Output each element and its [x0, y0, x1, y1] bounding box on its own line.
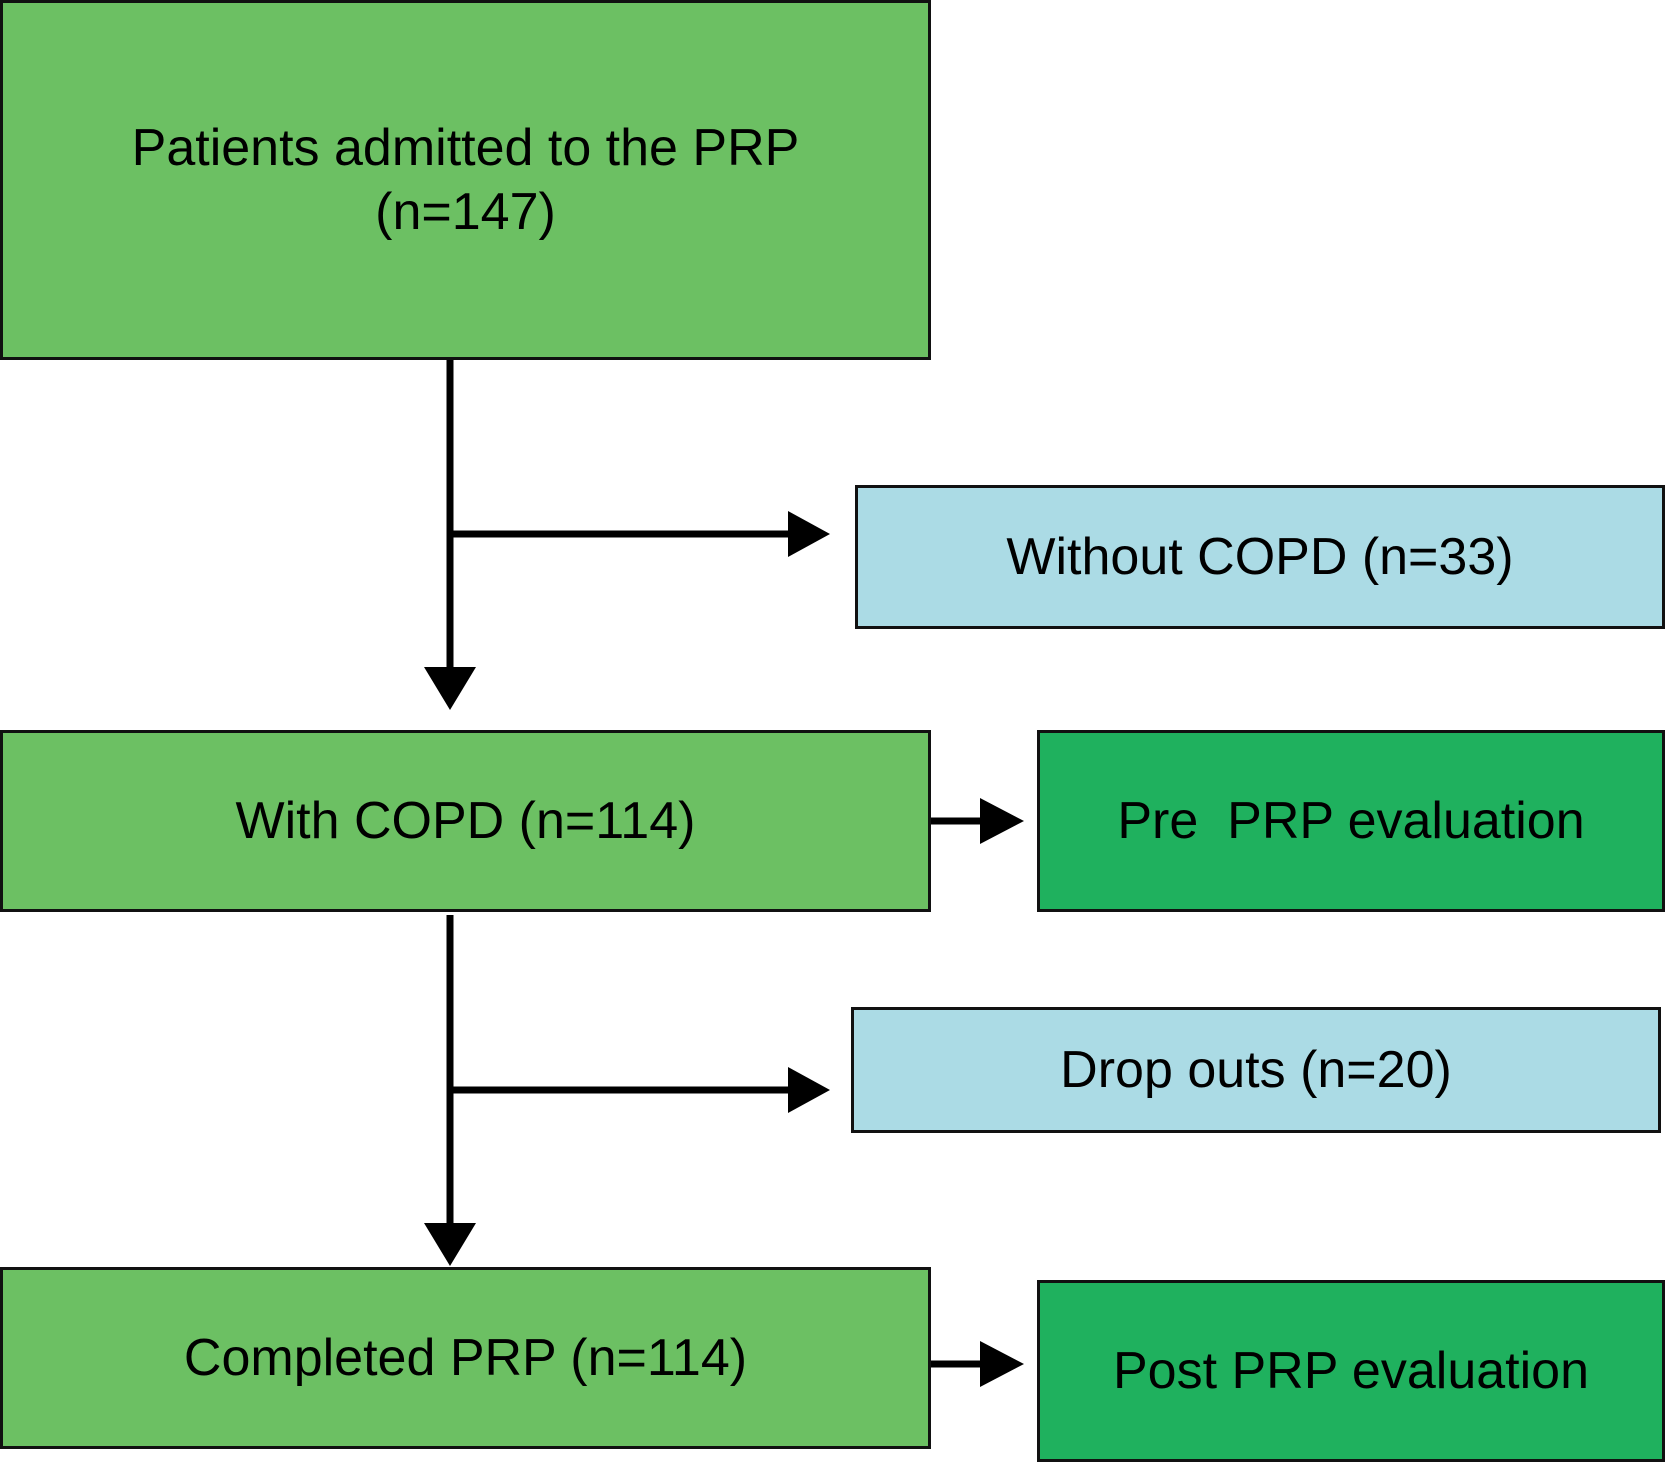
- node-pre-prp-evaluation-label: Pre PRP evaluation: [1117, 792, 1585, 850]
- node-without-copd: Without COPD (n=33): [855, 485, 1665, 629]
- node-drop-outs-label: Drop outs (n=20): [1060, 1041, 1452, 1099]
- node-post-prp-evaluation-label: Post PRP evaluation: [1113, 1342, 1589, 1400]
- arrowhead-down-completed: [424, 1223, 476, 1266]
- node-with-copd: With COPD (n=114): [0, 730, 931, 912]
- arrowhead-right-without-copd: [788, 511, 830, 557]
- node-completed-prp: Completed PRP (n=114): [0, 1267, 931, 1449]
- arrowhead-down-with-copd: [424, 667, 476, 710]
- node-drop-outs: Drop outs (n=20): [851, 1007, 1661, 1133]
- node-patients-admitted-line2: (n=147): [375, 183, 556, 241]
- arrowhead-right-drop-outs: [788, 1067, 830, 1113]
- node-completed-prp-label: Completed PRP (n=114): [183, 1329, 748, 1387]
- arrowhead-right-pre-evaluation: [980, 798, 1024, 844]
- node-with-copd-label: With COPD (n=114): [235, 792, 696, 850]
- node-patients-admitted-line1: Patients admitted to the PRP: [131, 119, 800, 177]
- node-patients-admitted: Patients admitted to the PRP (n=147): [0, 0, 931, 360]
- node-without-copd-label: Without COPD (n=33): [1006, 528, 1514, 586]
- node-pre-prp-evaluation: Pre PRP evaluation: [1037, 730, 1665, 912]
- node-post-prp-evaluation: Post PRP evaluation: [1037, 1280, 1665, 1462]
- arrowhead-right-post-evaluation: [980, 1341, 1024, 1387]
